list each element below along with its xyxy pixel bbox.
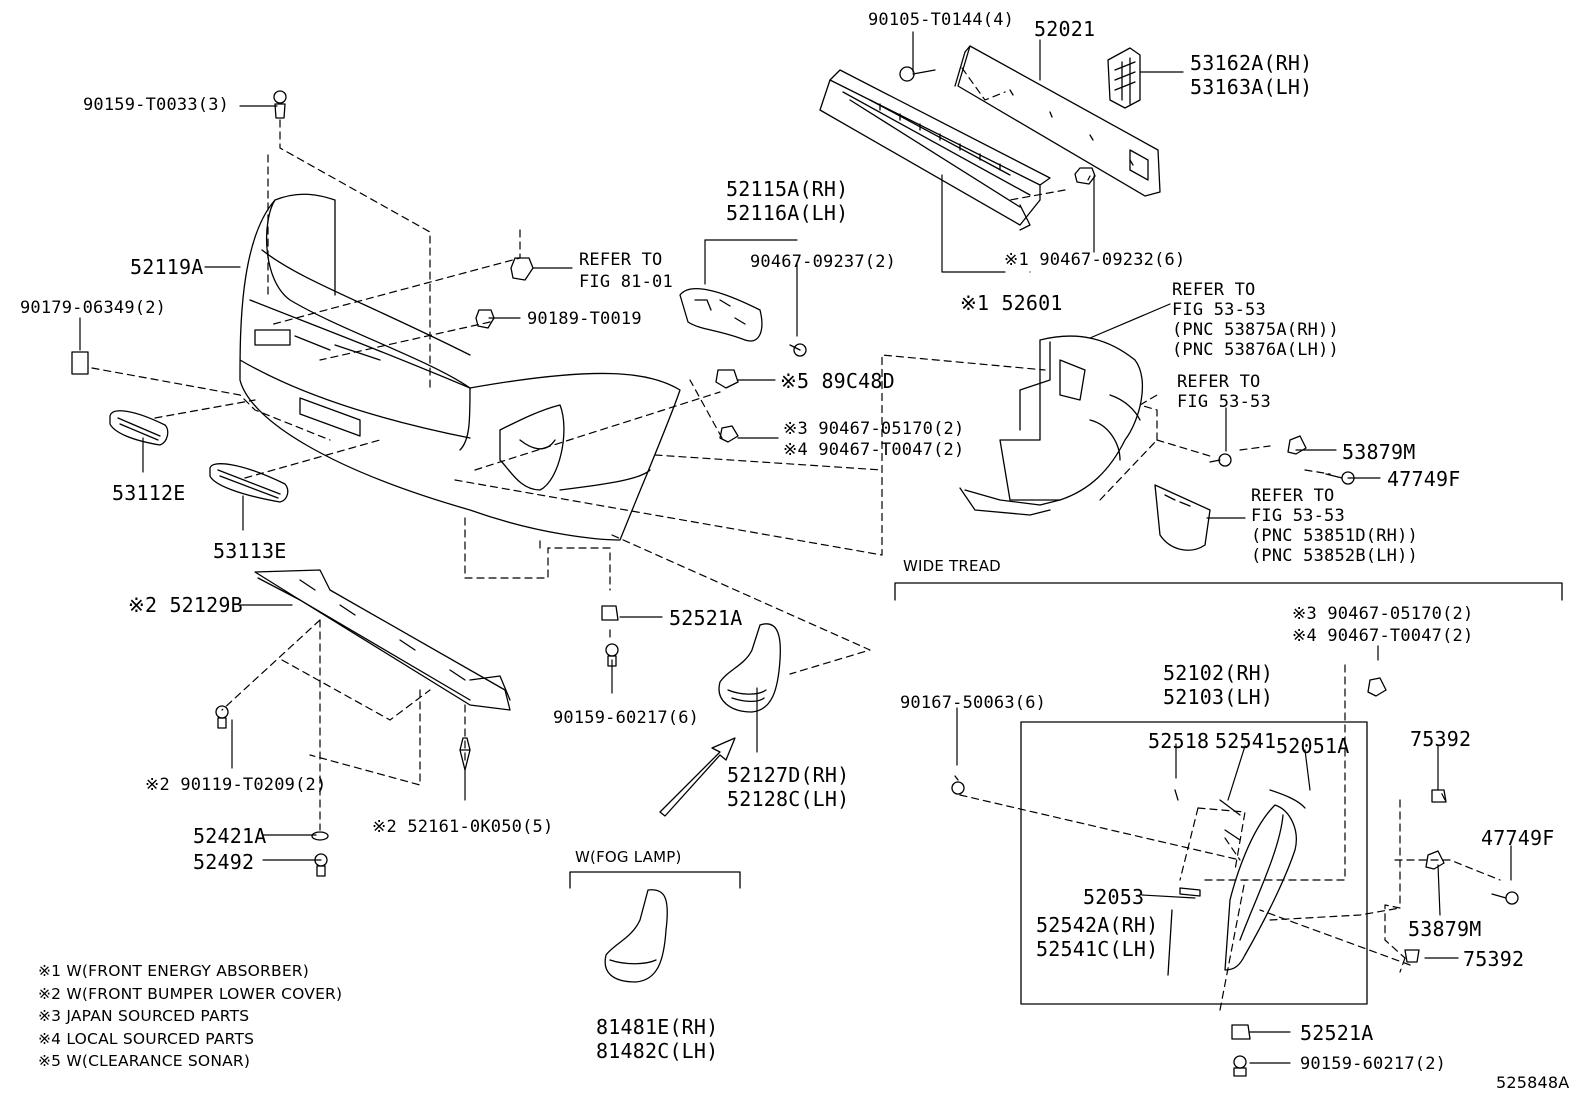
section-frames [569, 582, 1563, 1005]
label-refer-53-53-b1: REFER TO [1177, 372, 1261, 392]
label-52521A-a: 52521A [669, 606, 743, 630]
label-90159-T0033: 90159-T0033(3) [83, 95, 230, 115]
label-52127D: 52127D(RH) [727, 763, 850, 787]
label-52021: 52021 [1034, 17, 1096, 41]
label-90189-T0019: 90189-T0019 [527, 309, 642, 329]
label-81482C: 81482C(LH) [596, 1039, 719, 1063]
footnote: ※1 W(FRONT ENERGY ABSORBER) [38, 962, 310, 980]
fasteners [71, 66, 1519, 1077]
bumper-cover-52119A [239, 193, 681, 541]
label-refer-53-53-a1: REFER TO [1172, 280, 1256, 300]
bracket-52115A [679, 288, 763, 342]
footnote: ※4 LOCAL SOURCED PARTS [38, 1029, 255, 1048]
label-52128C: 52128C(LH) [727, 787, 850, 811]
section-title-fog-lamp: W(FOG LAMP) [575, 848, 682, 866]
label-90179-06349: 90179-06349(2) [20, 298, 167, 318]
label-52518: 52518 [1148, 729, 1210, 753]
label-refer-53-53-c3: (PNC 53851D(RH)) [1251, 526, 1418, 546]
label-81481E: 81481E(RH) [596, 1015, 719, 1039]
fog-cover-52127D [718, 623, 781, 713]
label-90467-05170-a: ※3 90467-05170(2) [783, 419, 965, 439]
label-90467-05170-b: ※3 90467-05170(2) [1292, 604, 1474, 624]
label-90159-60217-b: 90159-60217(2) [1300, 1054, 1447, 1074]
label-90159-60217-a: 90159-60217(6) [553, 708, 700, 728]
label-52601: ※1 52601 [960, 291, 1063, 315]
label-52102: 52102(RH) [1163, 661, 1274, 685]
fog-cover-81481E [604, 889, 668, 983]
fender-liner [959, 335, 1143, 516]
label-90167-50063: 90167-50063(6) [900, 693, 1047, 713]
leader-lines [79, 31, 1512, 1064]
footnote: ※3 JAPAN SOURCED PARTS [38, 1007, 250, 1025]
view-arrow [659, 737, 736, 817]
figure-code: 525848A [1496, 1073, 1570, 1092]
footnote: ※2 W(FRONT BUMPER LOWER COVER) [38, 984, 343, 1003]
label-52542A: 52542A(RH) [1036, 913, 1159, 937]
label-53162A: 53162A(RH) [1190, 51, 1313, 75]
label-refer-53-53-b2: FIG 53-53 [1177, 392, 1271, 412]
footnote: ※5 W(CLEARANCE SONAR) [38, 1052, 251, 1070]
label-53112E: 53112E [112, 481, 186, 505]
label-52161-0K050: ※2 52161-0K050(5) [372, 817, 554, 837]
mud-flap [1154, 484, 1211, 551]
label-refer-53-53-a3: (PNC 53875A(RH)) [1172, 320, 1339, 340]
label-refer-53-53-c2: FIG 53-53 [1251, 506, 1345, 526]
label-90467-09232: ※1 90467-09232(6) [1004, 250, 1186, 270]
section-title-wide-tread: WIDE TREAD [903, 557, 1001, 575]
label-refer-53-53-a4: (PNC 53876A(LH)) [1172, 340, 1339, 360]
label-refer-53-53-c1: REFER TO [1251, 486, 1335, 506]
label-refer-81-01-line2: FIG 81-01 [579, 272, 673, 292]
label-53879M-a: 53879M [1342, 440, 1416, 464]
label-52521A-b: 52521A [1300, 1021, 1374, 1045]
assembly-dashed-lines [91, 67, 1501, 1011]
bracket-53162A [1107, 47, 1141, 109]
label-47749F-a: 47749F [1387, 467, 1461, 491]
label-52051A: 52051A [1276, 734, 1350, 758]
label-52053: 52053 [1083, 885, 1145, 909]
reinforcement-52021 [954, 45, 1161, 197]
label-52103: 52103(LH) [1163, 685, 1274, 709]
footnotes: ※1 W(FRONT ENERGY ABSORBER) ※2 W(FRONT B… [38, 960, 342, 1073]
label-75392-b: 75392 [1463, 947, 1525, 971]
label-89C48D: ※5 89C48D [780, 369, 895, 393]
label-90467-09237: 90467-09237(2) [750, 252, 897, 272]
label-52116A: 52116A(LH) [726, 201, 849, 225]
label-53163A: 53163A(LH) [1190, 75, 1313, 99]
label-52115A: 52115A(RH) [726, 177, 849, 201]
label-refer-53-53-c4: (PNC 53852B(LH)) [1251, 546, 1418, 566]
lower-cover-52129B [254, 569, 511, 711]
label-52541: 52541 [1215, 729, 1277, 753]
label-52119A: 52119A [130, 255, 204, 279]
label-75392-a: 75392 [1410, 727, 1472, 751]
label-52421A: 52421A [193, 824, 267, 848]
energy-absorber-52601 [819, 69, 1051, 231]
label-refer-53-53-a2: FIG 53-53 [1172, 300, 1266, 320]
reflector-53112E [109, 410, 169, 446]
wide-tread-flare-52102 [1167, 789, 1306, 976]
label-90467-T0047-a: ※4 90467-T0047(2) [783, 440, 965, 460]
label-47749F-b: 47749F [1481, 826, 1555, 850]
label-53879M-b: 53879M [1408, 917, 1482, 941]
reflector-53113E [209, 463, 289, 503]
label-90467-T0047-b: ※4 90467-T0047(2) [1292, 626, 1474, 646]
label-90119-T0209: ※2 90119-T0209(2) [145, 775, 327, 795]
label-52541C: 52541C(LH) [1036, 937, 1159, 961]
label-53113E: 53113E [213, 539, 287, 563]
label-52492: 52492 [193, 850, 255, 874]
label-refer-81-01-line1: REFER TO [579, 250, 663, 270]
label-52129B: ※2 52129B [128, 593, 243, 617]
label-90105-T0144: 90105-T0144(4) [868, 10, 1015, 30]
